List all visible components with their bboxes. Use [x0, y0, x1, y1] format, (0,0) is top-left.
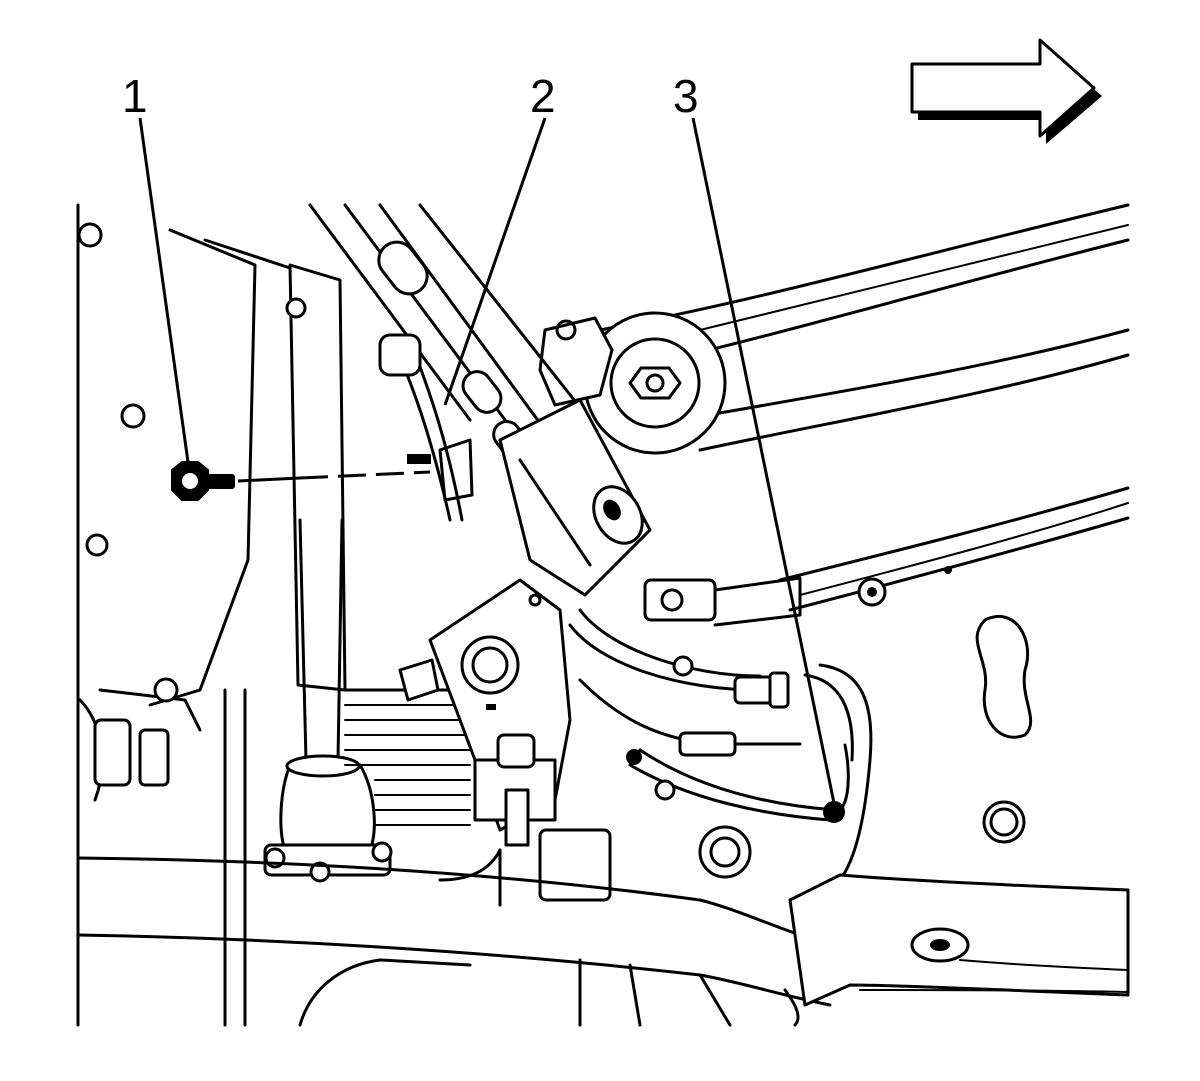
callout-3-label: 3: [673, 70, 699, 122]
callout-1-label: 1: [122, 70, 148, 122]
callout-2-label: 2: [530, 70, 556, 122]
direction-arrow-icon: [910, 38, 1102, 144]
callout-leaders: [138, 117, 836, 804]
chassis-illustration: [76, 203, 1130, 1027]
bolt-icon: [171, 461, 235, 501]
